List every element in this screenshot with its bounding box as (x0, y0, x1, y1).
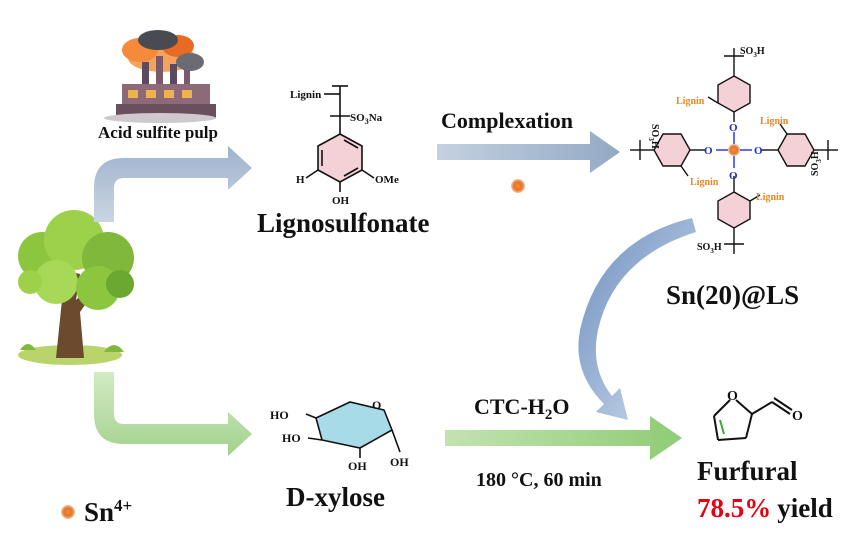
sn-dot-complexation (511, 179, 525, 193)
complex-so3h-bottom: SO3H (697, 242, 722, 255)
catalyst-condition-label: CTC-H2O (474, 394, 570, 423)
xylose-structure (305, 401, 401, 458)
temperature-time-label: 180 °C, 60 min (476, 469, 602, 491)
xylose-ho-2: HO (282, 431, 301, 445)
yield-label: 78.5%yield (697, 493, 833, 523)
complex-o-bottom: O (729, 170, 738, 182)
ls-lignin-label: Lignin (290, 89, 321, 101)
xylose-o-ring: O (372, 398, 381, 412)
furfural-o-ring: O (727, 389, 738, 404)
reaction-arrow (445, 416, 682, 460)
complex-o-top: O (729, 122, 738, 134)
complex-o-left: O (704, 145, 713, 157)
ls-h-label: H (296, 174, 305, 186)
green-branch-arrow (94, 372, 252, 456)
sn-legend-label: Sn4+ (84, 496, 132, 527)
lignosulfonate-structure (305, 85, 375, 192)
blue-branch-arrow (94, 146, 252, 222)
complex-lignin-left: Lignin (690, 177, 719, 188)
complex-lignin-right: Lignin (760, 116, 789, 127)
catalyst-curve-arrow (578, 218, 696, 420)
complex-lignin-top: Lignin (676, 96, 705, 107)
furfural-structure (713, 397, 793, 441)
sn-complex-structure (630, 48, 838, 254)
xylose-oh-2: OH (390, 455, 409, 469)
d-xylose-label: D-xylose (286, 482, 385, 512)
complex-so3h-left: SO3H (647, 124, 660, 149)
lignosulfonate-label: Lignosulfonate (257, 208, 430, 238)
xylose-oh-1: OH (348, 459, 367, 473)
ls-oh-label: OH (332, 195, 350, 207)
sn-legend-dot (61, 505, 75, 519)
acid-sulfite-pulp-label: Acid sulfite pulp (98, 123, 218, 142)
xylose-ho-1: HO (270, 408, 289, 422)
ls-ome-label: OMe (375, 174, 399, 186)
sn-center-atom (728, 144, 740, 156)
complexation-label: Complexation (441, 108, 573, 133)
complex-so3h-top: SO3H (740, 46, 765, 59)
tree-icon (18, 210, 134, 365)
complex-lignin-bottom: Lignin (756, 192, 785, 203)
complexation-arrow (437, 131, 620, 173)
complex-o-right: O (754, 145, 763, 157)
ls-so3na-label: SO3Na (350, 112, 383, 126)
complex-so3h-right: SO3H (810, 151, 823, 176)
factory-icon (104, 30, 216, 123)
furfural-label: Furfural (697, 456, 798, 486)
sn-ls-label: Sn(20)@LS (666, 280, 799, 310)
furfural-o-carbonyl: O (792, 409, 803, 424)
